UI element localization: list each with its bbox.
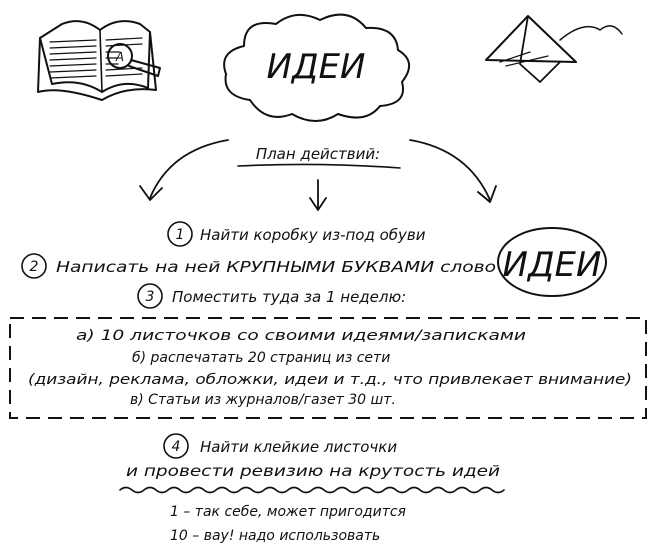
plan-heading: План действий:	[256, 145, 380, 163]
step-1-text: Найти коробку из-под обуви	[200, 226, 426, 244]
step-4-line-1: Найти клейкие листочки	[200, 438, 397, 456]
cloud-title: ИДЕИ	[267, 47, 366, 87]
step-3-text: Поместить туда за 1 неделю:	[172, 288, 406, 306]
arrow-left	[139, 139, 229, 201]
box-item-b: б) распечатать 20 страниц из сети	[132, 350, 390, 366]
step-1-number: 1	[176, 227, 185, 243]
book-icon	[37, 20, 157, 101]
paper-plane-icon	[485, 15, 623, 83]
arrow-right	[409, 139, 497, 203]
plan-underline	[237, 163, 401, 169]
arrow-down	[309, 179, 327, 211]
step-4-number: 4	[172, 439, 181, 455]
box-item-b-note: (дизайн, реклама, обложки, идеи и т.д., …	[28, 372, 632, 388]
ideas-oval-word: ИДЕИ	[503, 245, 602, 285]
step-3-number: 3	[146, 289, 155, 305]
scale-low: 1 – так себе, может пригодится	[170, 504, 406, 520]
dashed-box: а) 10 листочков со своими идеями/записка…	[9, 317, 647, 419]
box-item-a: а) 10 листочков со своими идеями/записка…	[76, 328, 526, 344]
ideas-cloud: ИДЕИ	[223, 13, 410, 122]
step-1: 1 Найти коробку из-под обуви	[167, 221, 426, 247]
step-4-wavy-underline	[119, 486, 505, 494]
step-3: 3 Поместить туда за 1 неделю:	[137, 283, 406, 309]
step-2-number: 2	[30, 259, 39, 275]
step-2-text: Написать на ней КРУПНЫМИ БУКВАМИ слово	[56, 258, 496, 276]
step-2: 2 Написать на ней КРУПНЫМИ БУКВАМИ слово	[21, 253, 496, 279]
magnifier-letter: A	[115, 50, 124, 64]
step-4-line-2: и провести ревизию на крутость идей	[126, 462, 500, 480]
step-4: 4 Найти клейкие листочки и провести реви…	[119, 433, 505, 494]
box-item-c: в) Статьи из журналов/газет 30 шт.	[130, 392, 396, 408]
magnifier-icon: A	[107, 43, 161, 77]
scale-high: 10 – вау! надо использовать	[170, 528, 380, 544]
ideas-oval: ИДЕИ	[497, 227, 607, 297]
